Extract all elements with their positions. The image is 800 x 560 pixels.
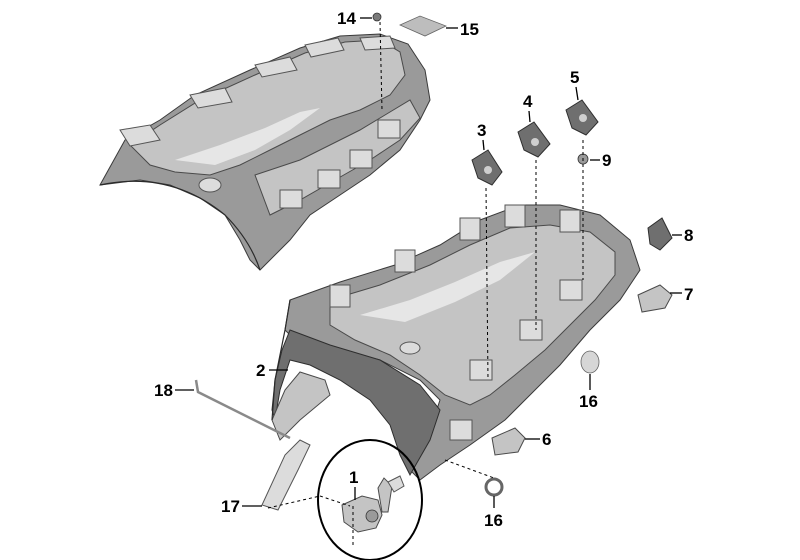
callout-5: 5	[570, 68, 579, 101]
callout-13: 14	[337, 9, 372, 28]
callout-7: 7	[670, 285, 693, 304]
callout-number: 5	[570, 68, 579, 87]
part-15-cap	[580, 350, 600, 374]
callout-number: 16	[579, 392, 598, 411]
part-8-clip	[647, 217, 673, 251]
part-18-rod	[194, 379, 291, 440]
callout-8: 8	[672, 226, 693, 245]
upper-cover	[99, 33, 431, 271]
assembly-lines	[267, 21, 584, 548]
callout-number: 4	[523, 92, 533, 111]
callout-3: 3	[477, 121, 486, 151]
part-4-clip	[517, 121, 551, 158]
part-1-lock	[341, 475, 405, 533]
callout-number: 7	[684, 285, 693, 304]
part-6-bracket	[491, 427, 526, 456]
callout-14: 15	[446, 20, 479, 39]
callout-number: 15	[460, 20, 479, 39]
callout-number: 17	[221, 497, 240, 516]
callout-number: 1	[349, 468, 358, 487]
callout-6: 6	[525, 430, 551, 449]
callout-number: 3	[477, 121, 486, 140]
callout-number: 14	[337, 9, 356, 28]
part-16-ring	[484, 477, 504, 497]
part-17-strip	[261, 439, 311, 511]
callout-number: 6	[542, 430, 551, 449]
highlight-circle	[317, 439, 423, 560]
callout-17: 17	[221, 497, 262, 516]
part-14-pad	[399, 15, 448, 37]
part-7-bracket	[637, 284, 673, 313]
part-13-screw	[372, 12, 382, 22]
callout-number: 8	[684, 226, 693, 245]
callout-number: 2	[256, 361, 265, 380]
part-3-clip	[471, 149, 503, 186]
callout-number: 9	[602, 151, 611, 170]
callout-4: 4	[523, 92, 533, 123]
callout-9: 9	[590, 151, 611, 170]
part-5-clip	[565, 99, 599, 136]
callout-2: 2	[256, 361, 288, 380]
callout-1: 1	[349, 468, 358, 500]
callout-number: 18	[154, 381, 173, 400]
callout-16: 16	[484, 496, 503, 530]
callout-number: 16	[484, 511, 503, 530]
callout-18: 18	[154, 381, 194, 400]
housing-part-2	[271, 204, 641, 481]
callout-15: 16	[579, 374, 598, 411]
